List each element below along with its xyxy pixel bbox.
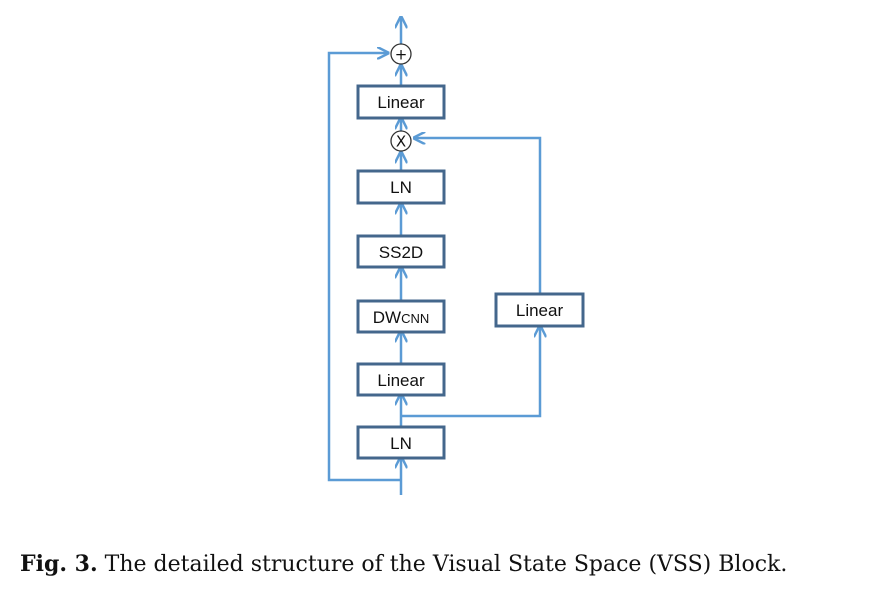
ln-block-bottom-label: LN: [390, 434, 412, 453]
figure-label: Fig. 3.: [20, 551, 98, 577]
linear-block-top-label: Linear: [377, 93, 425, 112]
linear-block-top: Linear: [356, 84, 446, 120]
ss2d-block-label: SS2D: [379, 243, 423, 262]
figure-caption-text: The detailed structure of the Visual Sta…: [104, 552, 788, 577]
linear-gate-block-label: Linear: [516, 301, 564, 320]
linear-gate-block: Linear: [494, 292, 585, 328]
add-symbol: +: [395, 46, 408, 64]
linear-block-1-label: Linear: [377, 371, 425, 390]
multiply-symbol: X: [396, 133, 406, 151]
dwcnn-block: DWCNN: [356, 299, 446, 334]
ln-block-top: LN: [356, 169, 446, 205]
multiply-operator-icon: X: [390, 130, 412, 152]
vss-block-diagram: LN Linear DWCNN SS2D LN Linear Linear X …: [327, 0, 585, 495]
ln-block-top-label: LN: [390, 178, 412, 197]
ln-block-bottom: LN: [356, 425, 446, 460]
figure-caption: Fig. 3. The detailed structure of the Vi…: [20, 551, 870, 577]
dwcnn-smallcaps-text: CNN: [401, 311, 429, 326]
linear-block-1: Linear: [356, 362, 446, 397]
add-operator-icon: +: [390, 43, 412, 65]
dwcnn-block-label: DWCNN: [373, 308, 430, 327]
gate-branch-to-multiply: [414, 138, 542, 295]
gate-branch-to-linear: [401, 326, 540, 418]
dwcnn-main-text: DW: [373, 308, 401, 327]
residual-connection: [327, 53, 401, 482]
ss2d-block: SS2D: [356, 234, 446, 269]
